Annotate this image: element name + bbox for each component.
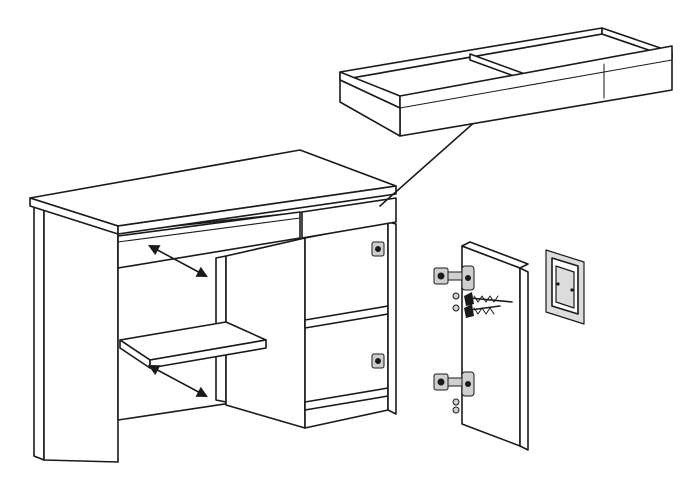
door-hinge-upper — [433, 265, 475, 291]
cabinet-hinge-lower — [371, 353, 385, 369]
door-panel-top-edge — [461, 241, 529, 269]
drawer-slide-arrow — [148, 244, 208, 278]
door-panel-edge — [519, 267, 529, 451]
door-hinge-lower — [433, 371, 475, 397]
drawer-front-groove — [117, 217, 301, 243]
hinge-plate-bevel — [555, 265, 575, 309]
drawer-detail — [339, 27, 673, 137]
drawer-to-detail-leader — [379, 111, 487, 207]
keyboard-shelf-slide-arrow — [148, 364, 208, 398]
door-with-hinges — [433, 241, 529, 451]
drawer-front-right — [301, 197, 397, 239]
hinge-plate-detail — [545, 249, 585, 325]
desk-assembly — [29, 149, 397, 463]
hinge-plate-hole-left — [556, 282, 560, 286]
desk-right-side-panel — [387, 221, 397, 415]
hinge-plate-hole-right — [570, 288, 574, 292]
cabinet-hinge-upper — [371, 241, 385, 257]
desk-top-right-edge — [117, 185, 397, 235]
drawer-detail-left-end — [339, 79, 401, 137]
drawer-detail-front-top-edge — [399, 59, 673, 109]
desk-left-side-front — [43, 209, 119, 463]
door-screws-upper — [452, 292, 513, 318]
desk-left-side-panel — [33, 206, 45, 461]
door-screws-lower — [452, 398, 460, 414]
